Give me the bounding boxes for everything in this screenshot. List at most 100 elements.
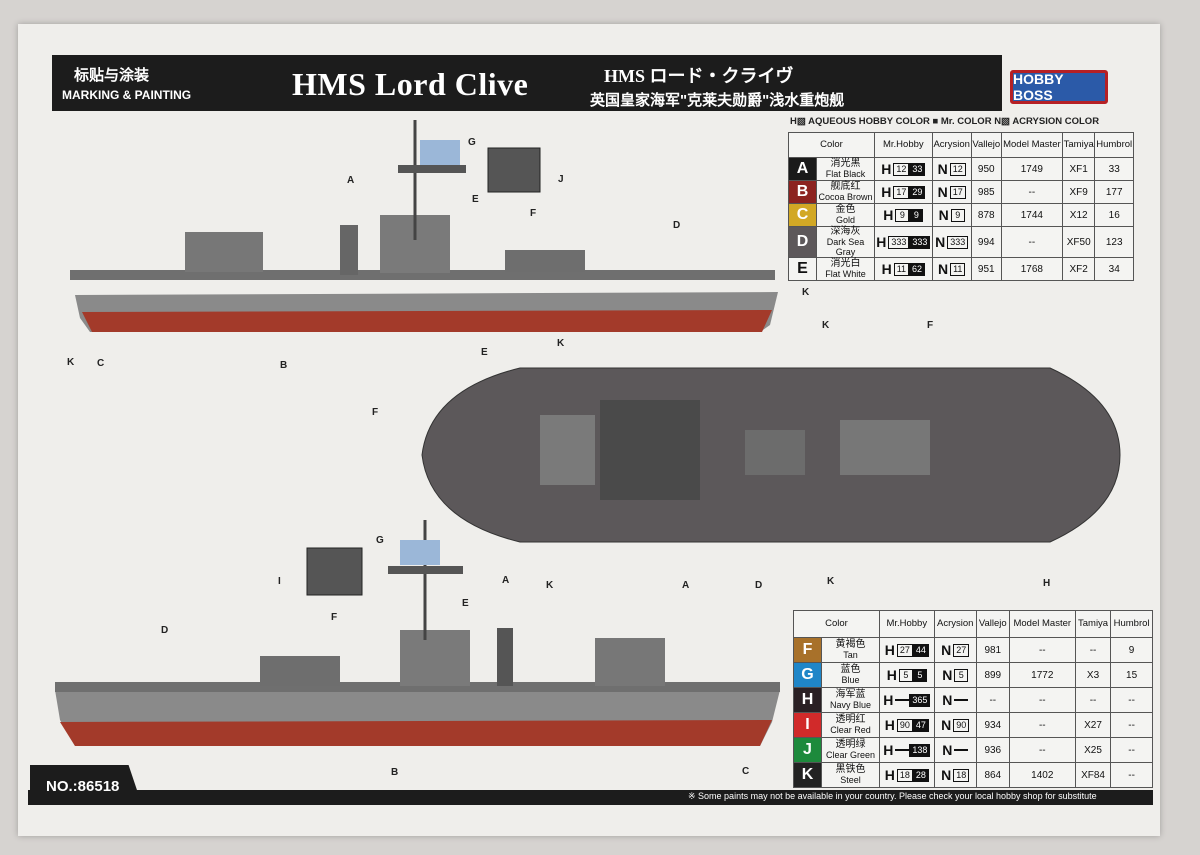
callout-label: K (827, 576, 835, 587)
mr-color-code: 28 (912, 768, 929, 782)
callout-label: K (802, 287, 810, 298)
vallejo-code: 981 (975, 637, 1010, 663)
acrysion-value: 90 (953, 718, 970, 732)
humbrol-code: 9 (1110, 637, 1153, 663)
color-name-zh: 蓝色 (840, 664, 861, 675)
callout-label: K (557, 338, 565, 349)
color-name-en: Dark Sea Gray (826, 237, 865, 257)
vallejo-code: -- (975, 687, 1010, 713)
paint-availability-note: ※ Some paints may not be available in yo… (688, 791, 1097, 801)
acrysion-value: 333 (947, 235, 969, 249)
acrysion-value: 27 (953, 643, 970, 657)
aqueous-code: 17 (893, 185, 910, 199)
mm-code: -- (1008, 637, 1076, 663)
callout-label: A (347, 175, 355, 186)
callout-label: K (67, 357, 75, 368)
color-name-zh: 透明绿 (835, 739, 866, 750)
callout-label: A (502, 575, 510, 586)
acrysion-value (954, 749, 969, 751)
callout-label: F (372, 407, 379, 418)
column-header: Color (788, 132, 875, 158)
vallejo-code: 950 (970, 157, 1002, 181)
column-header: Humbrol (1110, 610, 1153, 638)
acrysion-value: 12 (949, 162, 966, 176)
mm-code: 1768 (1000, 257, 1063, 281)
mr-color-code: 138 (909, 743, 931, 757)
mr-color-code: 44 (912, 643, 929, 657)
color-name-zh: 黑铁色 (835, 764, 866, 775)
humbrol-code: 33 (1094, 157, 1134, 181)
section-title-en: MARKING & PAINTING (62, 88, 192, 102)
tamiya-code: XF50 (1061, 226, 1096, 258)
column-header: Humbrol (1094, 132, 1134, 158)
vallejo-code: 936 (975, 737, 1010, 763)
mm-code: 1744 (1000, 203, 1063, 227)
mm-code: -- (1000, 180, 1063, 204)
humbrol-code: 123 (1094, 226, 1134, 258)
color-name-zh: 深海灰 (830, 226, 861, 237)
mm-code: 1749 (1000, 157, 1063, 181)
mm-code: -- (1000, 226, 1063, 258)
callout-label: E (481, 347, 488, 358)
ship-plan-view (421, 367, 1121, 543)
color-swatch: A (788, 157, 817, 181)
paint-legend: H▧ AQUEOUS HOBBY COLOR ■ Mr. COLOR N▧ AC… (790, 116, 1100, 127)
humbrol-code: -- (1110, 712, 1153, 738)
color-swatch: C (788, 203, 817, 227)
ship-side-view-top (70, 120, 778, 332)
color-swatch: F (793, 637, 822, 663)
column-header: Mr.Hobby (874, 132, 933, 158)
color-name-zh: 消光白 (830, 258, 861, 269)
acrysion-code: N (933, 737, 977, 763)
tamiya-code: XF1 (1061, 157, 1096, 181)
mr-color-code: 365 (909, 693, 931, 707)
aqueous-code: 5 (898, 668, 913, 682)
column-header: Vallejo (970, 132, 1002, 158)
callout-label: G (376, 535, 384, 546)
mm-code: -- (1008, 712, 1076, 738)
column-header: Color (793, 610, 880, 638)
callout-label: F (331, 612, 338, 623)
color-swatch: J (793, 737, 822, 763)
tamiya-code: X12 (1061, 203, 1096, 227)
color-name-en: Flat Black (825, 169, 866, 179)
column-header: Mr.Hobby (879, 610, 935, 638)
acrysion-value: 9 (950, 208, 965, 222)
color-name-en: Cocoa Brown (818, 192, 873, 202)
aqueous-code: 90 (896, 718, 913, 732)
mm-code: 1772 (1008, 662, 1076, 688)
color-name-en: Gold (835, 215, 855, 225)
aqueous-code: 18 (896, 768, 913, 782)
color-swatch: I (793, 712, 822, 738)
column-header: Acrysion (933, 610, 977, 638)
callout-label: E (472, 194, 479, 205)
color-name-en: Clear Green (825, 750, 876, 760)
footer-bar (28, 790, 1153, 805)
callout-label: B (280, 360, 288, 371)
humbrol-code: 177 (1094, 180, 1134, 204)
mr-color-code: 333 (909, 235, 931, 249)
mm-code: -- (1008, 687, 1076, 713)
mm-code: -- (1008, 737, 1076, 763)
